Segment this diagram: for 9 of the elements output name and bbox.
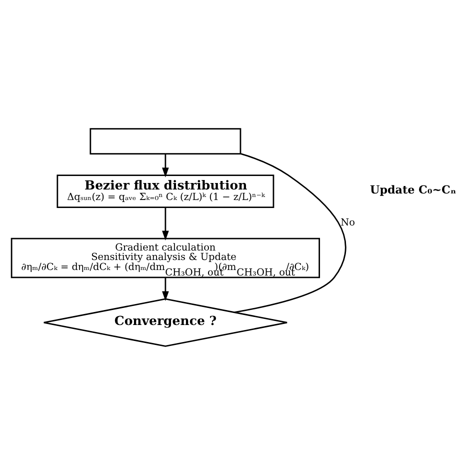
arrow: [162, 154, 169, 177]
edge-label: No: [340, 216, 355, 228]
node-box: Bezier flux distribution Δqₛᵤₙ(z) = qₐᵥₑ Σₖ₌₀ⁿ Cₖ (z/L)ᵏ (1 − z/L)ⁿ⁻ᵏ: [56, 174, 274, 208]
arrow: [162, 277, 169, 301]
node-box: [90, 128, 242, 154]
connector: [234, 152, 346, 313]
label: Update C₀~Cₙ: [370, 182, 456, 196]
node-diamond: Convergence ?: [43, 298, 288, 346]
arrow: [162, 206, 169, 240]
